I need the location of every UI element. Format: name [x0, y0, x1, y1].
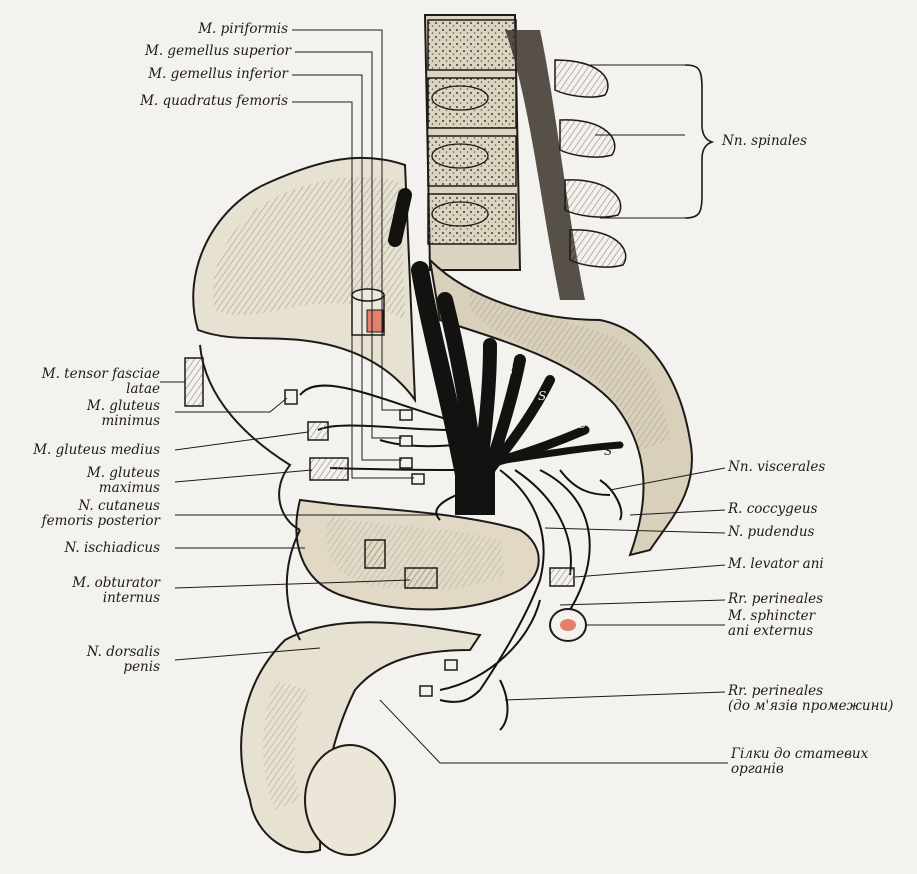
- ischium-texture: [326, 515, 505, 591]
- label-dorsalis-penis: N. dorsalis penis: [87, 645, 160, 675]
- label-cutaneus-line2: femoris posterior: [41, 513, 160, 529]
- label-n-pudendus: N. pudendus: [728, 524, 815, 540]
- sacral-mark-1: S: [505, 364, 513, 378]
- label-sphincter-line2: ani externus: [728, 623, 814, 639]
- label-genital-branches: Гілки до статевих органів: [731, 747, 868, 777]
- label-gluteus-maximus: M. gluteus maximus: [87, 466, 160, 496]
- ilium-texture: [213, 177, 405, 320]
- label-sphincter-ani: M. sphincter ani externus: [728, 609, 815, 639]
- label-cutaneus-femoris: N. cutaneus femoris posterior: [42, 499, 160, 529]
- label-tensor-line1: M. tensor fasciae: [41, 366, 160, 382]
- nerve-branches: [299, 384, 623, 731]
- leader-lines: [160, 29, 728, 764]
- label-gluteus-medius: M. gluteus medius: [33, 442, 160, 458]
- label-rr-perineales-line1: Rr. perineales: [728, 683, 824, 699]
- label-rr-perineales: Rr. perineales: [728, 591, 824, 607]
- label-cutaneus-line1: N. cutaneus: [78, 498, 160, 514]
- label-dorsalis-line1: N. dorsalis: [86, 644, 160, 660]
- label-nn-spinales: Nn. spinales: [722, 133, 807, 149]
- label-obturator-line2: internus: [102, 590, 160, 606]
- label-r-coccygeus: R. coccygeus: [728, 501, 818, 517]
- thigh-outline: [285, 529, 301, 641]
- label-ischiadicus: N. ischiadicus: [64, 540, 160, 556]
- sacrum-texture: [470, 290, 670, 450]
- scrotum-shape: [304, 744, 396, 856]
- spinales-brace: [684, 64, 715, 219]
- label-obturator-line1: M. obturator: [72, 575, 160, 591]
- gluteal-outline: [199, 344, 301, 531]
- label-gluteus-maximus-line2: maximus: [98, 480, 160, 496]
- label-genital-line2: органів: [731, 761, 784, 777]
- piriformis-cylinder: [351, 288, 385, 336]
- label-gluteus-minimus-line1: M. gluteus: [86, 398, 160, 414]
- sacral-mark-3: S: [578, 417, 586, 431]
- label-gluteus-maximus-line1: M. gluteus: [86, 465, 160, 481]
- sacral-mark-4: S: [604, 444, 612, 458]
- label-gemellus-inferior: M. gemellus inferior: [148, 66, 288, 82]
- label-genital-line1: Гілки до статевих: [731, 746, 869, 762]
- sacral-plexus: [388, 188, 624, 515]
- label-dorsalis-line2: penis: [123, 659, 160, 675]
- penis-texture: [262, 680, 310, 810]
- muscle-markers: [184, 357, 575, 697]
- label-tensor-fasciae-latae: M. tensor fasciae latae: [42, 367, 160, 397]
- label-gemellus-superior: M. gemellus superior: [145, 43, 291, 59]
- label-gluteus-minimus-line2: minimus: [101, 413, 160, 429]
- sphincter-ring: [549, 608, 587, 642]
- label-levator-ani: M. levator ani: [728, 556, 824, 572]
- label-gluteus-minimus: M. gluteus minimus: [87, 399, 160, 429]
- sacral-marks: S S S S: [505, 364, 612, 458]
- label-obturator-internus: M. obturator internus: [72, 576, 160, 606]
- vertebral-column: [423, 14, 627, 300]
- label-quadratus-femoris: M. quadratus femoris: [140, 93, 288, 109]
- label-tensor-line2: latae: [126, 381, 160, 397]
- sacral-mark-2: S: [538, 389, 546, 403]
- label-nn-viscerales: Nn. viscerales: [728, 459, 826, 475]
- label-rr-perineales-muscles: Rr. perineales (до м'язів промежини): [728, 684, 893, 714]
- sacrum-shape: [428, 257, 693, 557]
- label-sphincter-line1: M. sphincter: [728, 608, 816, 624]
- label-piriformis: M. piriformis: [198, 21, 288, 37]
- label-rr-perineales-line2: (до м'язів промежини): [728, 698, 894, 714]
